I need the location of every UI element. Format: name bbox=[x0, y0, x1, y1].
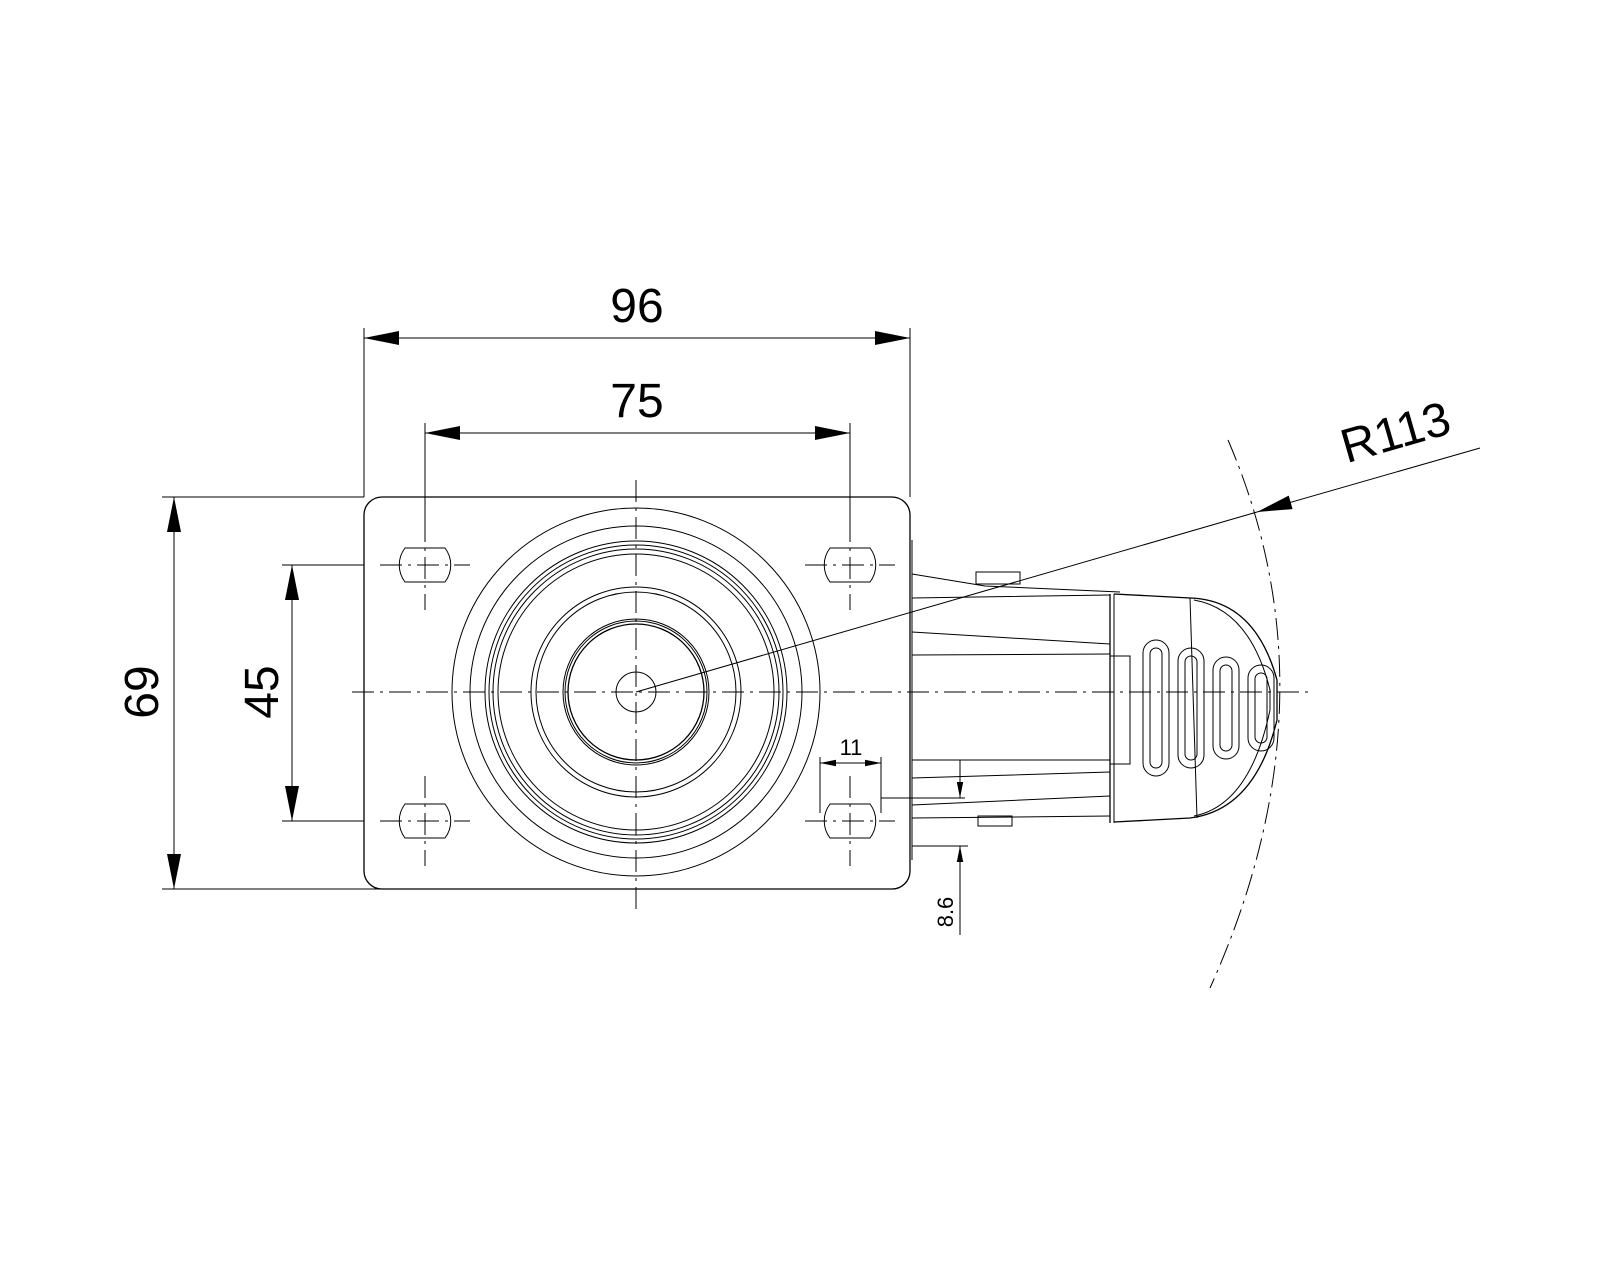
mounting-plate bbox=[363, 496, 911, 890]
dimension-label: 8.6 bbox=[933, 897, 958, 928]
dimension-69: 69 bbox=[116, 496, 380, 890]
dimension-45: 45 bbox=[236, 564, 364, 822]
centerlines bbox=[352, 439, 1310, 989]
dimension-96: 96 bbox=[363, 280, 911, 497]
dimension-11: 11 bbox=[819, 735, 965, 813]
dimension-label: R113 bbox=[1335, 392, 1456, 474]
dimension-75: 75 bbox=[424, 375, 851, 520]
dimension-8-6: 8.6 bbox=[912, 760, 968, 935]
dimension-label: 11 bbox=[840, 735, 863, 760]
dimension-label: 96 bbox=[610, 280, 663, 333]
brake-grip-slots bbox=[1142, 639, 1275, 777]
dimension-label: 69 bbox=[116, 665, 169, 718]
dimension-r113: R113 bbox=[635, 392, 1481, 693]
dimension-label: 45 bbox=[236, 665, 289, 718]
bolt-holes bbox=[398, 547, 877, 839]
brake-pedal bbox=[911, 540, 1278, 860]
dimension-label: 75 bbox=[610, 375, 663, 428]
